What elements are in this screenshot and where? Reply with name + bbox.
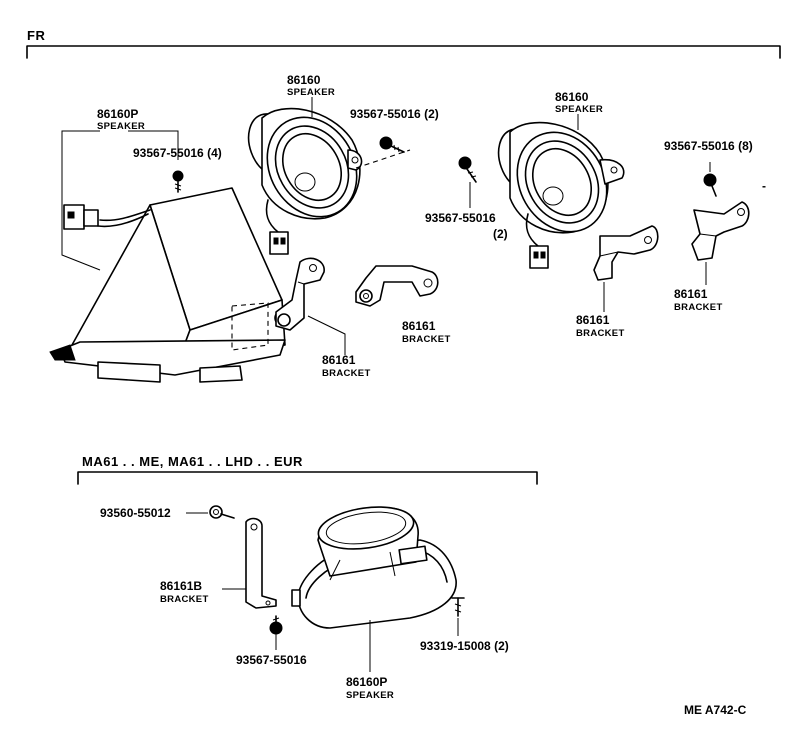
right-speaker — [497, 121, 625, 269]
screw-2b-qty: (2) — [493, 227, 508, 241]
screw-15008-label: 93319-15008 (2) — [420, 639, 509, 653]
bottom-speaker — [291, 506, 457, 629]
bracket-mid-name: BRACKET — [402, 334, 451, 345]
center-speaker — [247, 107, 411, 255]
variant-section-bracket — [77, 471, 538, 485]
center-speaker-number: 86160 — [287, 73, 321, 87]
diagram-code: ME A742-C — [684, 703, 747, 717]
bracket-b-name: BRACKET — [160, 594, 209, 605]
bracket-r2 — [691, 201, 750, 261]
bracket-low-leader — [307, 315, 346, 355]
bracket-r1-name: BRACKET — [576, 328, 625, 339]
bottom-speaker-name: SPEAKER — [346, 690, 394, 701]
bracket-b-number: 86161B — [160, 579, 202, 593]
bracket-r1 — [593, 225, 659, 281]
screw-bottom-low-label: 93567-55016 — [236, 653, 307, 667]
screw-bottom-top-icon — [209, 505, 235, 519]
screw-8-label: 93567-55016 (8) — [664, 139, 753, 153]
screw-bottom-top-label: 93560-55012 — [100, 506, 171, 520]
screw-4-label: 93567-55016 (4) — [133, 146, 222, 160]
fr-section-bracket — [26, 45, 781, 59]
screw-15008-icon — [451, 597, 465, 617]
screw-2a-label: 93567-55016 (2) — [350, 107, 439, 121]
left-speaker-enclosure — [49, 187, 290, 383]
bracket-mid — [355, 265, 439, 307]
dash-mark: - — [762, 179, 766, 193]
left-speaker-number: 86160P — [97, 107, 138, 121]
bracket-mid-number: 86161 — [402, 319, 436, 333]
screw-2a-icon — [379, 136, 405, 153]
bracket-b — [245, 517, 277, 609]
left-speaker-name: SPEAKER — [97, 121, 145, 132]
center-speaker-name: SPEAKER — [287, 87, 335, 98]
bracket-r1-number: 86161 — [576, 313, 610, 327]
bracket-low-name: BRACKET — [322, 368, 371, 379]
variant-section-label: MA61 . . ME, MA61 . . LHD . . EUR — [82, 454, 303, 469]
fr-section-label: FR — [27, 28, 45, 43]
bracket-low — [275, 257, 325, 331]
screw-bottom-low-icon — [269, 615, 283, 635]
bracket-r2-name: BRACKET — [674, 302, 723, 313]
bracket-low-number: 86161 — [322, 353, 356, 367]
screw-8-icon — [703, 162, 717, 197]
screw-2b-label: 93567-55016 — [425, 211, 496, 225]
bracket-r2-number: 86161 — [674, 287, 708, 301]
right-speaker-name: SPEAKER — [555, 104, 603, 115]
right-speaker-number: 86160 — [555, 90, 589, 104]
screw-2b-icon — [458, 156, 477, 183]
bottom-speaker-number: 86160P — [346, 675, 387, 689]
screw-4-icon — [172, 170, 184, 193]
